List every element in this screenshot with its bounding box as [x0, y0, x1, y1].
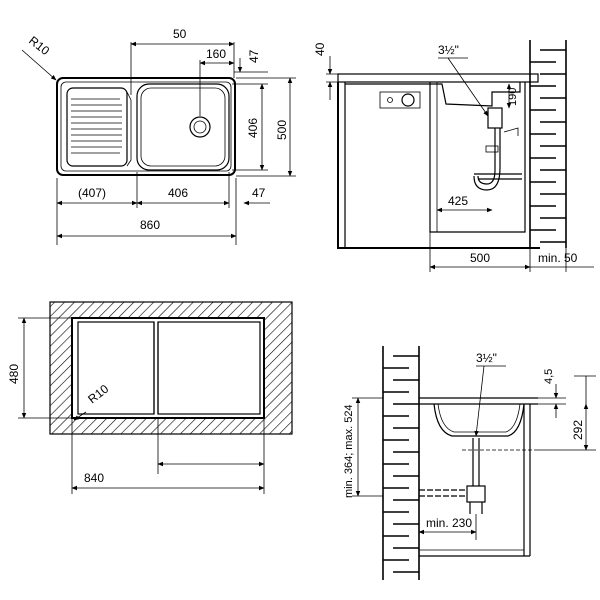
- side-dim-425: 425: [448, 194, 468, 208]
- top-view: R10 50 160 47 406 500 (407) 406: [21, 27, 296, 245]
- install-brick-wall: [382, 346, 420, 580]
- install-basin: [433, 403, 525, 437]
- top-dim-160: 160: [206, 47, 226, 61]
- side-dim-thread: 3½": [438, 43, 459, 57]
- drainer-ribs: [66, 87, 132, 167]
- install-dim-min230: min. 230: [426, 516, 472, 530]
- side-view: 40 3½" 190 425 500 min. 50: [313, 40, 594, 272]
- install-trap: [419, 438, 486, 514]
- side-dim-40: 40: [313, 42, 327, 56]
- cutout-dim-840: 840: [84, 471, 104, 485]
- top-dim-47-top: 47: [247, 49, 261, 63]
- side-dim-190: 190: [507, 88, 519, 106]
- top-radius-label: R10: [26, 33, 52, 58]
- side-brick-wall: [529, 40, 567, 248]
- drain-hole: [189, 116, 211, 138]
- side-trap: [473, 107, 522, 191]
- top-dim-50: 50: [173, 27, 187, 41]
- install-dim-rim: 4,5: [543, 369, 555, 384]
- cutout-radius-label: R10: [85, 382, 111, 407]
- top-dim-406-vertical: 406: [246, 118, 260, 138]
- sink-outline: [56, 77, 236, 176]
- top-dim-406-horizontal: 406: [168, 186, 188, 200]
- sink-bowl: [136, 83, 230, 171]
- install-view: 3½" 4,5 292 min. 364; max. 524 min. 230: [343, 346, 596, 580]
- top-dim-drainer: (407): [78, 186, 106, 200]
- top-dim-500: 500: [275, 120, 289, 140]
- side-dim-min50: min. 50: [538, 251, 578, 265]
- side-dim-500: 500: [470, 251, 490, 265]
- top-dim-47-bottom: 47: [252, 186, 266, 200]
- install-dim-292: 292: [571, 420, 585, 440]
- cutout-opening: [71, 317, 265, 419]
- cutout-view: R10 480 840: [7, 301, 293, 494]
- cutout-dim-480: 480: [7, 364, 21, 384]
- install-dim-thread: 3½": [476, 351, 497, 365]
- install-dim-range: min. 364; max. 524: [343, 404, 355, 498]
- top-dim-860: 860: [140, 218, 160, 232]
